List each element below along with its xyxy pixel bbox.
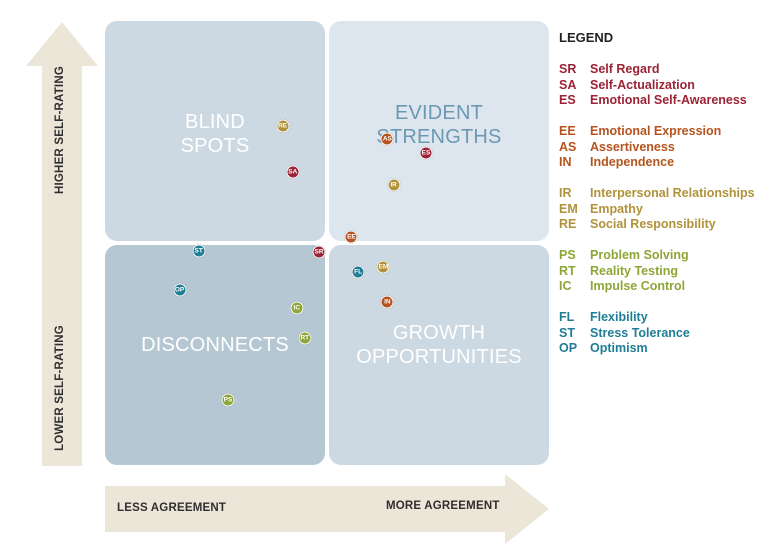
legend-label: Self-Actualization (590, 77, 695, 92)
y-axis-low-label: LOWER SELF-RATING (54, 325, 66, 451)
legend-label: Emotional Self-Awareness (590, 93, 747, 107)
marker-sa: SA (286, 165, 300, 179)
y-axis-high-label: HIGHER SELF-RATING (54, 66, 66, 194)
legend-item-em: EM Empathy (559, 202, 643, 216)
quadrant-disconnects (105, 245, 325, 465)
legend-label: Optimism (590, 341, 648, 355)
legend-item-sa: SA Self-Actualization (559, 78, 695, 92)
legend-item-rt: RT Reality Testing (559, 264, 678, 278)
quadrant-label-evident-strengths: EVIDENT STRENGTHS (376, 102, 502, 148)
legend-title: LEGEND (559, 30, 614, 45)
quadrant-label-blind-spots: BLIND SPOTS (180, 111, 250, 157)
legend-code: RT (559, 263, 576, 278)
legend-code: SR (559, 62, 577, 76)
legend-item-as: AS Assertiveness (559, 140, 675, 154)
quadrant-evident-strengths (329, 21, 549, 241)
marker-fl: FL (351, 265, 365, 279)
x-axis-high-label: MORE AGREEMENT (386, 500, 500, 512)
legend-item-in: IN Independence (559, 155, 674, 169)
legend-item-op: OP Optimism (559, 341, 648, 355)
marker-as: AS (380, 132, 394, 146)
legend-code: IC (559, 279, 572, 293)
legend-label: Impulse Control (590, 279, 686, 293)
horizontal-axis-arrow (105, 474, 549, 544)
legend-code: EM (559, 201, 578, 216)
legend-code: ST (559, 325, 575, 340)
marker-rt: RT (298, 331, 312, 345)
legend-item-es: ES Emotional Self-Awareness (559, 93, 747, 107)
legend-label: Independence (590, 155, 675, 169)
marker-re: RE (276, 119, 290, 133)
legend-item-ps: PS Problem Solving (559, 248, 689, 262)
legend-item-ir: IR Interpersonal Relationships (559, 186, 755, 200)
marker-st: ST (192, 244, 206, 258)
legend-code: SA (559, 77, 577, 92)
legend-label: Interpersonal Relationships (590, 186, 755, 200)
vertical-axis-arrow (26, 22, 98, 466)
legend-item-fl: FL Flexibility (559, 310, 648, 324)
marker-ir: IR (387, 178, 401, 192)
marker-op: OP (173, 283, 187, 297)
legend-label: Reality Testing (590, 263, 678, 278)
legend-item-ee: EE Emotional Expression (559, 124, 721, 138)
legend-label: Emotional Expression (590, 124, 722, 138)
quadrant-growth-opportunities (329, 245, 549, 465)
legend-code: OP (559, 341, 578, 355)
legend-label: Assertiveness (590, 139, 675, 154)
quadrant-blind-spots (105, 21, 325, 241)
legend-code: IR (559, 186, 572, 200)
legend-label: Empathy (590, 201, 643, 216)
legend-item-st: ST Stress Tolerance (559, 326, 690, 340)
legend-label: Flexibility (590, 310, 648, 324)
quadrant-label-disconnects: DISCONNECTS (141, 334, 289, 356)
marker-ee: EE (344, 230, 358, 244)
marker-em: EM (376, 260, 390, 274)
marker-ps: PS (221, 393, 235, 407)
legend-item-re: RE Social Responsibility (559, 217, 716, 231)
quadrant-label-growth-opportunities: GROWTH OPPORTUNITIES (356, 322, 522, 368)
marker-in: IN (380, 295, 394, 309)
legend-label: Self Regard (590, 62, 660, 76)
legend-code: PS (559, 248, 576, 262)
legend-code: FL (559, 310, 575, 324)
marker-ic: IC (290, 301, 304, 315)
legend-code: RE (559, 217, 577, 231)
legend-label: Stress Tolerance (590, 325, 690, 340)
marker-sr: SR (312, 245, 326, 259)
legend-code: AS (559, 139, 577, 154)
legend-item-sr: SR Self Regard (559, 62, 659, 76)
marker-es: ES (419, 146, 433, 160)
x-axis-low-label: LESS AGREEMENT (117, 502, 227, 514)
legend-item-ic: IC Impulse Control (559, 279, 685, 293)
legend-label: Social Responsibility (590, 217, 716, 231)
legend-label: Problem Solving (590, 248, 689, 262)
legend-code: EE (559, 124, 576, 138)
legend-code: IN (559, 155, 572, 169)
legend-code: ES (559, 93, 576, 107)
